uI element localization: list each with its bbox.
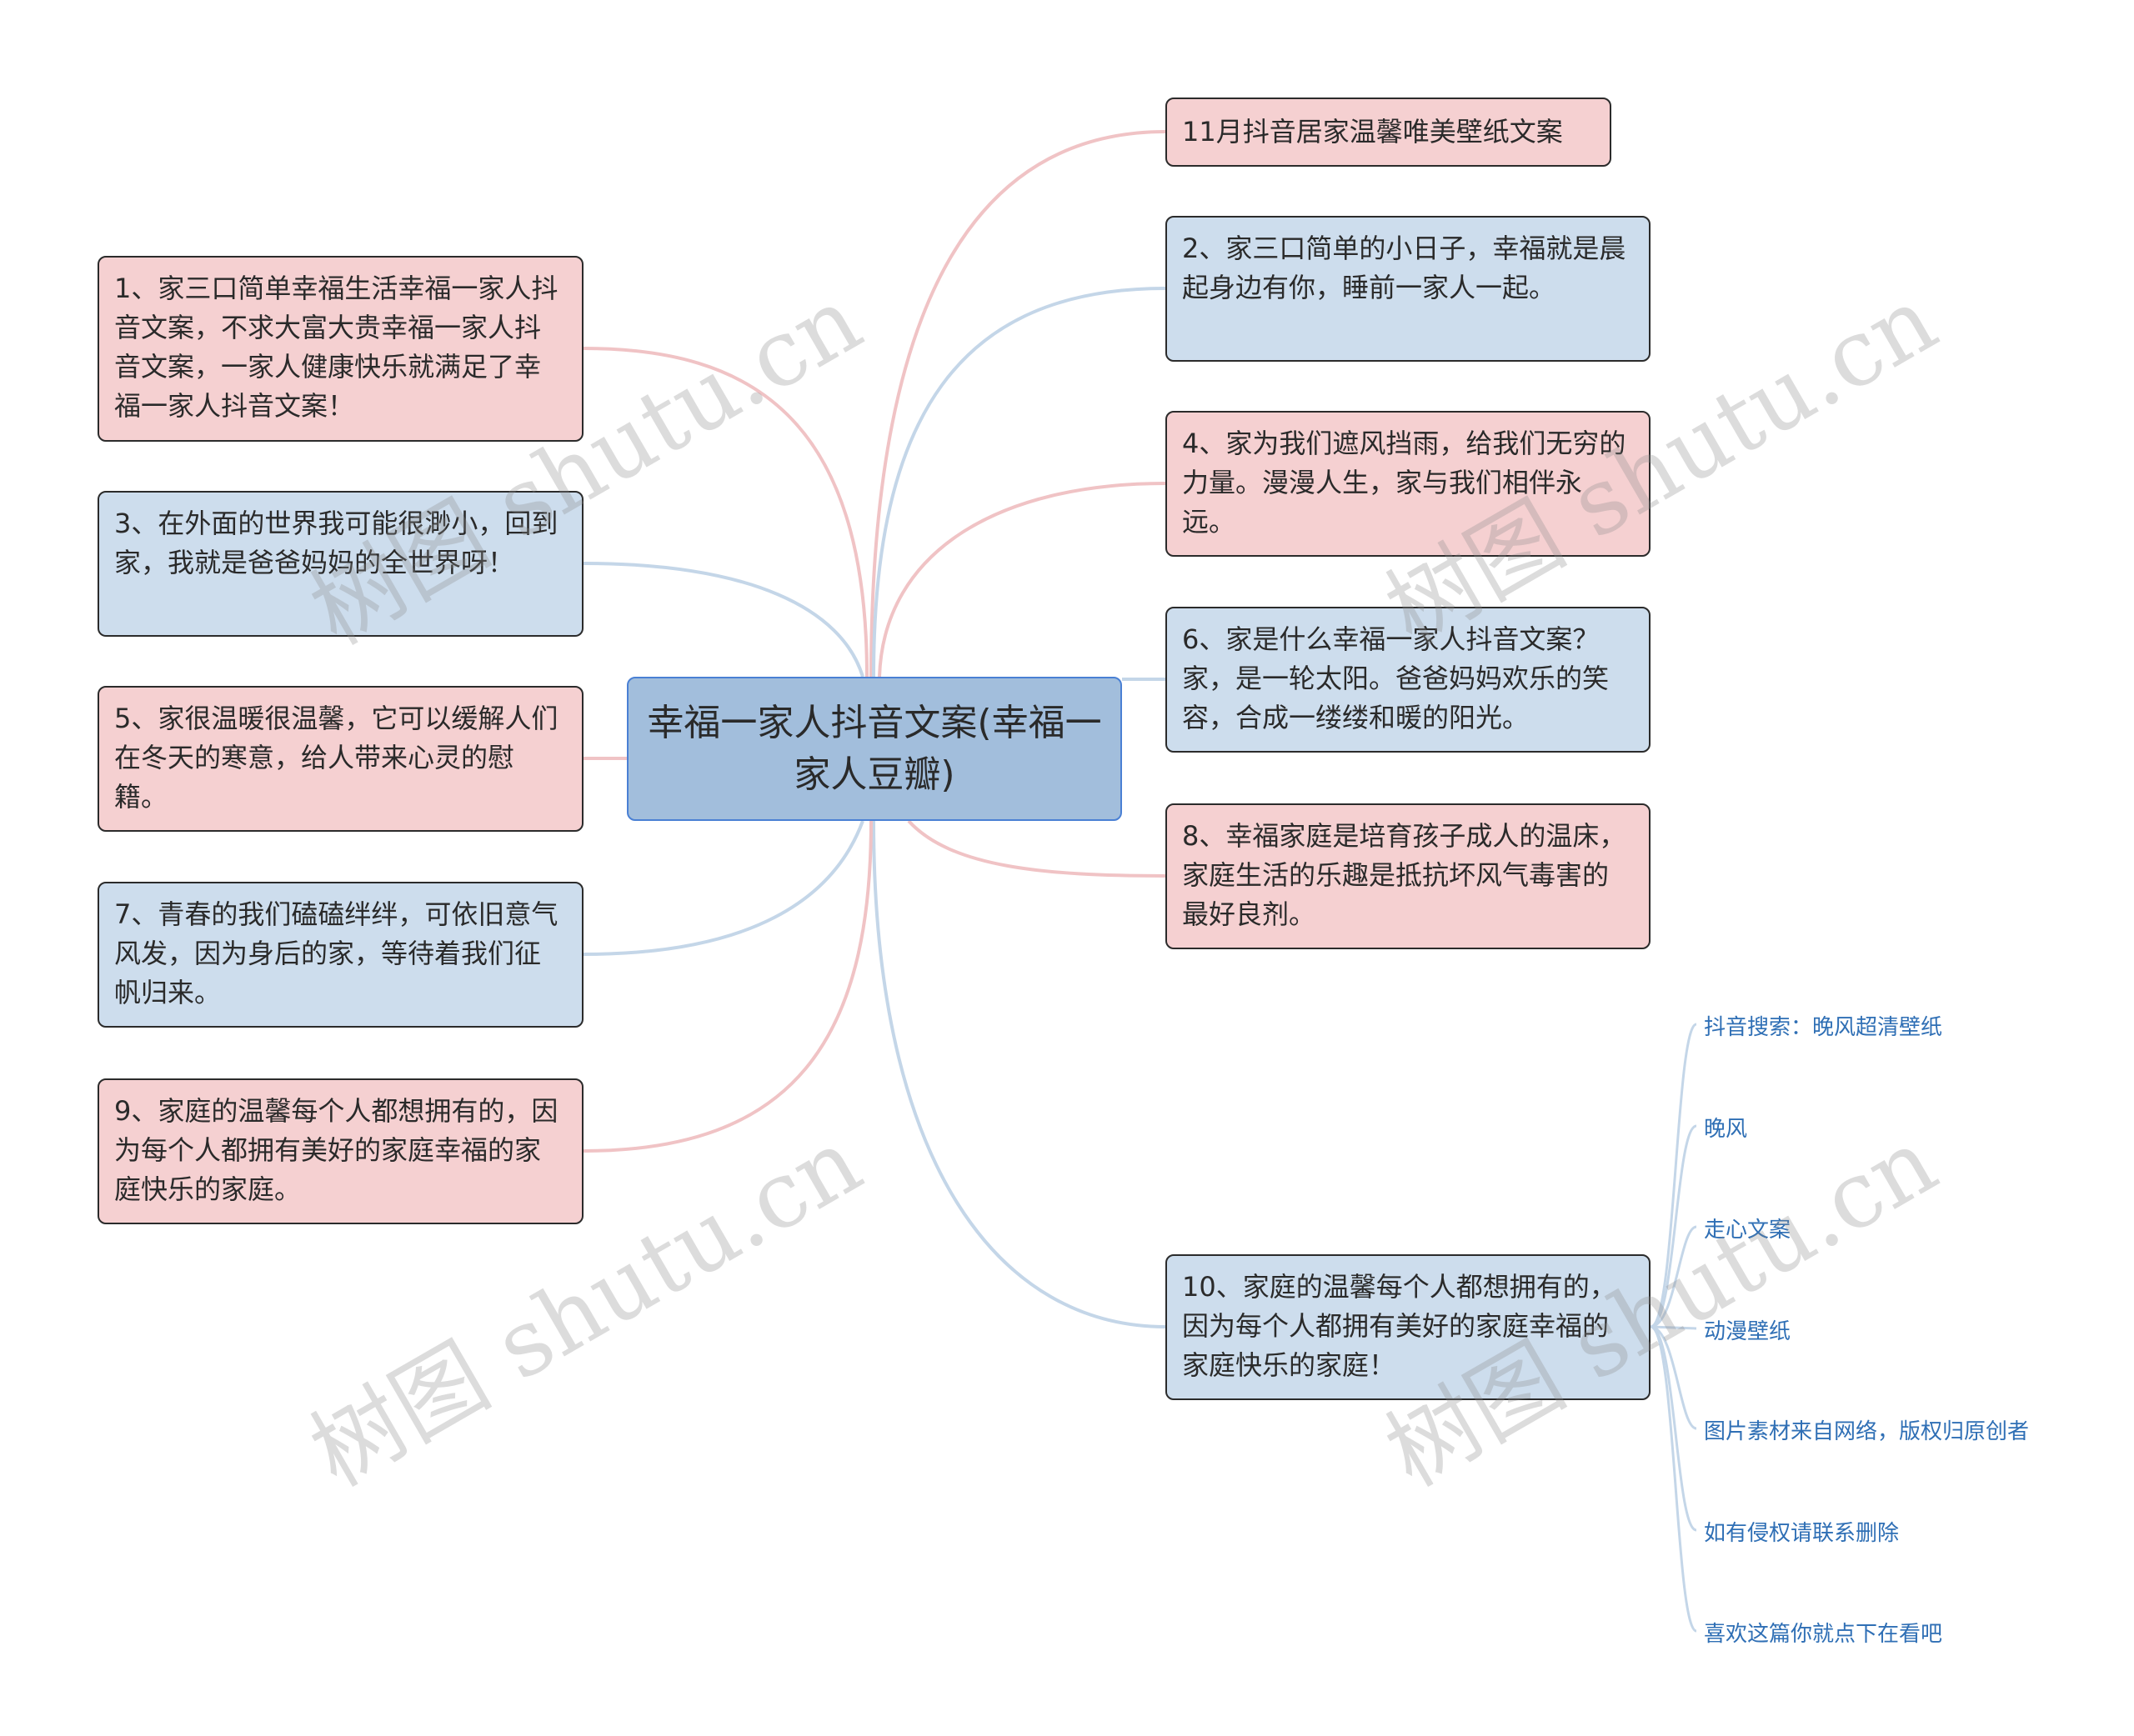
- left-node-7[interactable]: 7、青春的我们磕磕绊绊，可依旧意气风发，因为身后的家，等待着我们征帆归来。: [98, 882, 584, 1028]
- connector-node-1: [583, 347, 869, 678]
- central-topic-label: 幸福一家人抖音文案(幸福一家人豆瓣): [647, 701, 1102, 796]
- node-text: 9、家庭的温馨每个人都想拥有的，因为每个人都拥有美好的家庭幸福的家庭快乐的家庭。: [114, 1095, 559, 1205]
- node-text: 2、家三口简单的小日子，幸福就是晨起身边有你，睡前一家人一起。: [1182, 233, 1626, 303]
- node-text: 7、青春的我们磕磕绊绊，可依旧意气风发，因为身后的家，等待着我们征帆归来。: [114, 898, 559, 1008]
- node-text: 1、家三口简单幸福生活幸福一家人抖音文案，不求大富大贵幸福一家人抖音文案，一家人…: [114, 273, 559, 422]
- leaf-node[interactable]: 抖音搜索：晚风超清壁纸: [1704, 1015, 1943, 1040]
- right-node-10[interactable]: 10、家庭的温馨每个人都想拥有的，因为每个人都拥有美好的家庭幸福的家庭快乐的家庭…: [1165, 1254, 1651, 1400]
- connector-node-7: [583, 820, 864, 956]
- node-text: 6、家是什么幸福一家人抖音文案？家，是一轮太阳。爸爸妈妈欢乐的笑容，合成一缕缕和…: [1182, 623, 1610, 733]
- left-node-1[interactable]: 1、家三口简单幸福生活幸福一家人抖音文案，不求大富大贵幸福一家人抖音文案，一家人…: [98, 256, 584, 442]
- connector-title: [869, 130, 1166, 678]
- node-text: 10、家庭的温馨每个人都想拥有的，因为每个人都拥有美好的家庭幸福的家庭快乐的家庭…: [1182, 1271, 1616, 1381]
- left-node-9[interactable]: 9、家庭的温馨每个人都想拥有的，因为每个人都拥有美好的家庭幸福的家庭快乐的家庭。: [98, 1078, 584, 1224]
- leaf-node[interactable]: 晚风: [1704, 1117, 1748, 1142]
- right-node-title[interactable]: 11月抖音居家温馨唯美壁纸文案: [1165, 98, 1611, 167]
- right-node-8[interactable]: 8、幸福家庭是培育孩子成人的温床，家庭生活的乐趣是抵抗坏风气毒害的最好良剂。: [1165, 803, 1651, 949]
- connector-node-8: [907, 819, 1166, 878]
- connector-node-9: [583, 820, 873, 1153]
- leaf-node[interactable]: 如有侵权请联系删除: [1704, 1521, 1900, 1546]
- connector-node-10: [872, 820, 1166, 1328]
- leaf-node[interactable]: 图片素材来自网络，版权归原创者: [1704, 1419, 2030, 1444]
- node-text: 5、家很温暖很温馨，它可以缓解人们在冬天的寒意，给人带来心灵的慰籍。: [114, 703, 559, 813]
- leaf-node[interactable]: 喜欢这篇你就点下在看吧: [1704, 1622, 1943, 1647]
- right-node-6[interactable]: 6、家是什么幸福一家人抖音文案？家，是一轮太阳。爸爸妈妈欢乐的笑容，合成一缕缕和…: [1165, 607, 1651, 753]
- node-text: 4、家为我们遮风挡雨，给我们无穷的力量。漫漫人生，家与我们相伴永远。: [1182, 428, 1626, 538]
- leaf-node[interactable]: 走心文案: [1704, 1218, 1791, 1243]
- left-node-3[interactable]: 3、在外面的世界我可能很渺小，回到家，我就是爸爸妈妈的全世界呀！: [98, 491, 584, 637]
- connector-node-2: [872, 287, 1166, 678]
- node-text: 11月抖音居家温馨唯美壁纸文案: [1182, 116, 1563, 148]
- connector-node-3: [583, 562, 864, 678]
- connector-node-4: [878, 482, 1166, 678]
- leaf-node[interactable]: 动漫壁纸: [1704, 1319, 1791, 1344]
- node-text: 8、幸福家庭是培育孩子成人的温床，家庭生活的乐趣是抵抗坏风气毒害的最好良剂。: [1182, 820, 1626, 930]
- central-topic[interactable]: 幸福一家人抖音文案(幸福一家人豆瓣): [627, 677, 1122, 821]
- node-text: 3、在外面的世界我可能很渺小，回到家，我就是爸爸妈妈的全世界呀！: [114, 508, 559, 578]
- right-node-2[interactable]: 2、家三口简单的小日子，幸福就是晨起身边有你，睡前一家人一起。: [1165, 216, 1651, 362]
- right-node-4[interactable]: 4、家为我们遮风挡雨，给我们无穷的力量。漫漫人生，家与我们相伴永远。: [1165, 411, 1651, 557]
- left-node-5[interactable]: 5、家很温暖很温馨，它可以缓解人们在冬天的寒意，给人带来心灵的慰籍。: [98, 686, 584, 832]
